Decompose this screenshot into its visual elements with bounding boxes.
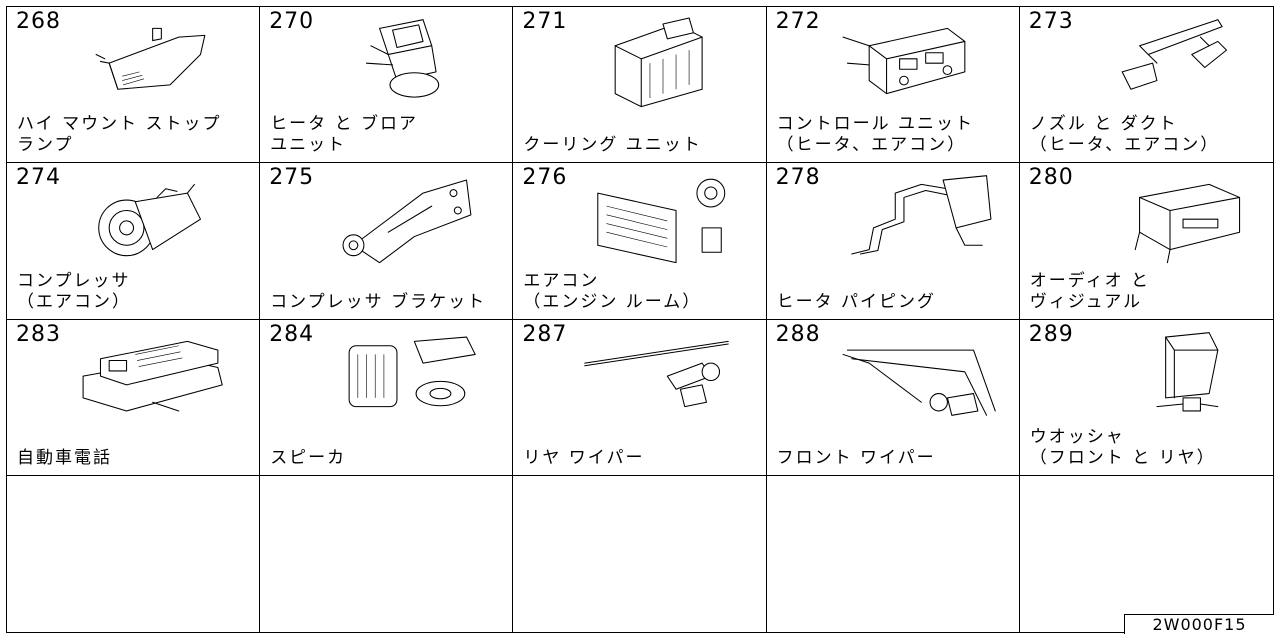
part-cell-288[interactable]: 288 フロント ワイパー [766,319,1020,476]
nozzle-duct-icon [1080,11,1260,111]
part-label: ハイ マウント ストップ ランプ [17,114,222,156]
part-cell-289[interactable]: 289 ウオッシャ （フロント と リヤ） [1019,320,1273,476]
part-cell-278[interactable]: 278 ヒータ パイピング [766,163,1020,320]
part-cell-283[interactable]: 283 自動車電話 [7,319,261,476]
part-number: 275 [269,165,315,191]
part-label: ヒータ と ブロア ユニット [270,114,418,156]
part-label: エアコン （エンジン ルーム） [523,270,702,312]
part-cell-271[interactable]: 271 クーリング ユニット [513,7,767,164]
part-number: 288 [775,321,821,347]
empty-cell [513,475,767,632]
diagram-code: 2W000F15 [1124,614,1274,634]
heater-blower-unit-icon [320,11,500,111]
part-label: フロント ワイパー [776,447,936,468]
part-number: 276 [522,165,568,191]
part-number: 273 [1028,9,1074,34]
empty-cell [7,475,261,632]
rear-wiper-icon [573,324,753,424]
part-label: ノズル と ダクト （ヒータ、エアコン） [1029,114,1220,156]
empty-cell [1020,476,1273,632]
heater-piping-icon [827,167,1007,267]
part-label: コンプレッサ （エアコン） [17,270,131,312]
part-cell-273[interactable]: 273 ノズル と ダクト （ヒータ、エアコン） [1019,7,1273,164]
washer-icon [1080,324,1260,424]
empty-cell [260,475,514,632]
part-label: コントロール ユニット （ヒータ、エアコン） [776,114,974,156]
part-cell-270[interactable]: 270 ヒータ と ブロア ユニット [260,7,514,164]
part-number: 271 [522,9,568,34]
part-cell-275[interactable]: 275 コンプレッサ ブラケット [260,163,514,320]
air-conditioner-engine-room-icon [573,167,753,267]
part-label: オーディオ と ヴィジュアル [1029,270,1151,312]
part-label: ヒータ パイピング [776,291,936,312]
part-label: コンプレッサ ブラケット [270,291,487,312]
part-cell-274[interactable]: 274 コンプレッサ （エアコン） [7,163,261,320]
part-number: 287 [522,321,568,347]
audio-visual-icon [1080,167,1260,267]
part-number: 270 [269,9,315,34]
control-unit-icon [827,11,1007,111]
high-mount-stop-lamp-icon [67,11,247,111]
part-label: スピーカ [270,447,347,468]
compressor-bracket-icon [320,167,500,267]
part-number: 268 [16,9,61,34]
part-number: 272 [775,9,821,34]
part-cell-276[interactable]: 276 エアコン （エンジン ルーム） [513,163,767,320]
compressor-icon [67,167,247,267]
part-label: クーリング ユニット [523,135,702,156]
part-number: 283 [16,321,61,347]
part-cell-284[interactable]: 284 スピーカ [260,319,514,476]
speaker-icon [320,324,500,424]
front-wiper-icon [827,324,1007,424]
car-phone-icon [67,324,247,424]
part-cell-280[interactable]: 280 オーディオ と ヴィジュアル [1019,163,1273,320]
parts-index-grid: 268 ハイ マウント ストップ ランプ 270 ヒータ と ブロア ユニット 271 ク… [6,6,1274,633]
part-number: 284 [269,321,315,347]
part-label: リヤ ワイパー [523,447,645,468]
part-label: ウオッシャ （フロント と リヤ） [1029,426,1216,468]
empty-cell [767,475,1020,632]
part-label: 自動車電話 [17,447,112,468]
part-cell-268[interactable]: 268 ハイ マウント ストップ ランプ [7,7,261,164]
part-number: 278 [775,165,821,191]
part-cell-287[interactable]: 287 リヤ ワイパー [513,319,767,476]
part-cell-272[interactable]: 272 コントロール ユニット （ヒータ、エアコン） [766,7,1020,164]
part-number: 289 [1028,321,1074,347]
cooling-unit-icon [573,11,753,111]
part-number: 274 [16,165,61,191]
part-number: 280 [1028,165,1074,191]
